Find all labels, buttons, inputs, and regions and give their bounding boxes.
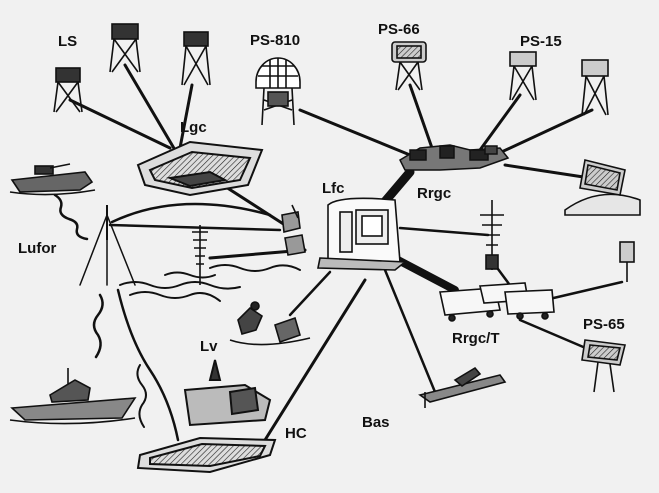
link-ps810-rrgc — [298, 108, 412, 157]
rrgc-facility-icon — [399, 144, 510, 171]
link-rrgct-ps65 — [518, 318, 597, 354]
ps65-radar-icon — [581, 241, 635, 393]
radio-wave-1 — [119, 281, 241, 290]
ls-tower-mid-icon — [109, 23, 141, 73]
ls-tower-left-icon — [53, 67, 83, 113]
link-lufor-hc — [116, 288, 180, 442]
label-ps15: PS-15 — [520, 33, 562, 50]
label-rrgc: Rrgc — [417, 185, 452, 202]
link-lufor-ship — [92, 293, 104, 359]
link-lfc-bas — [383, 268, 437, 394]
bas-airbase-icon — [418, 366, 507, 408]
link-ls-left-lgc — [68, 98, 172, 150]
link-ls-right-lgc — [178, 83, 194, 150]
ps15-radar-left-icon — [509, 51, 537, 101]
link-lufor-lgc — [110, 202, 272, 224]
label-ps66: PS-66 — [378, 21, 420, 38]
label-ps810: PS-810 — [250, 32, 301, 49]
ps810-radome-icon — [255, 57, 301, 126]
label-lfc: Lfc — [322, 180, 345, 197]
link-rrgct-ps65-mast — [543, 280, 624, 302]
lgc-bunker-icon — [136, 140, 264, 197]
label-hc: HC — [285, 425, 307, 442]
lfc-command-building-icon — [317, 197, 408, 271]
right-radar-hill-icon — [564, 159, 641, 216]
link-lufor-lfc — [108, 223, 282, 232]
link-rrgc-right-radar — [503, 163, 592, 180]
label-lv: Lv — [200, 338, 218, 355]
label-ls: LS — [58, 33, 78, 50]
link-lfc-rrgct — [394, 256, 459, 294]
link-ls-mid-lgc — [123, 63, 177, 152]
rrgct-mobile-trailers-icon — [439, 282, 555, 322]
link-ps66-rrgc — [408, 83, 434, 150]
radio-wave-3 — [209, 264, 301, 272]
label-lgc: Lgc — [180, 119, 207, 136]
naval-ship-icon — [9, 368, 137, 425]
link-lfc-lv-2 — [288, 270, 332, 317]
link-lfc-mast — [398, 226, 490, 237]
label-lufor: Lufor — [18, 240, 57, 257]
link-lfc-hc — [258, 278, 367, 450]
radio-wave-4 — [164, 271, 216, 279]
relay-antenna-left-icon — [281, 204, 306, 256]
lv-field-unit-icon — [229, 301, 311, 346]
connection-lines — [53, 63, 624, 450]
radio-wave-2 — [129, 291, 221, 302]
ps15-radar-right-icon — [581, 59, 609, 116]
relay-mast-right-icon — [480, 200, 504, 270]
label-bas: Bas — [362, 414, 390, 431]
link-ps15b-rrgc — [493, 108, 594, 157]
label-ps65: PS-65 — [583, 316, 625, 333]
ps66-radar-icon — [391, 41, 427, 91]
amphibious-vehicle-icon — [9, 163, 96, 196]
hc-harbour-command-icon — [136, 359, 277, 474]
link-ps15a-rrgc — [478, 93, 522, 152]
link-lufor-vehicle — [53, 193, 89, 241]
ls-tower-right-icon — [181, 31, 211, 86]
label-rrgct: Rrgc/T — [452, 330, 500, 347]
lv-antenna-mast-icon — [192, 225, 208, 285]
